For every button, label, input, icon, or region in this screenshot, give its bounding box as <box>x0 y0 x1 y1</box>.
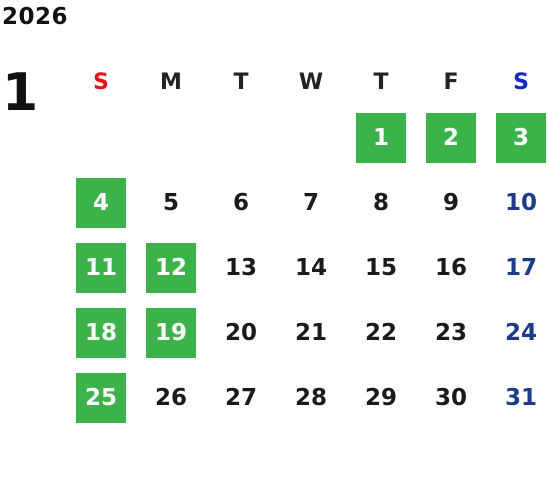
calendar-cell: 21 <box>276 300 346 365</box>
calendar-cell: 25 <box>66 365 136 430</box>
holiday-date[interactable]: 2 <box>426 112 476 163</box>
weekday-header-monday: M <box>160 70 182 95</box>
calendar-date[interactable]: 15 <box>364 254 397 281</box>
calendar-cell <box>66 105 136 170</box>
calendar-cell: 1 <box>346 105 416 170</box>
calendar-cell: 31 <box>486 365 548 430</box>
holiday-date[interactable]: 18 <box>76 307 126 358</box>
holiday-date[interactable]: 19 <box>146 307 196 358</box>
calendar-cell: 30 <box>416 365 486 430</box>
weekday-header-friday: F <box>443 70 459 95</box>
holiday-date[interactable]: 11 <box>76 242 126 293</box>
calendar-cell <box>136 105 206 170</box>
calendar-cell: 26 <box>136 365 206 430</box>
calendar-cell: 6 <box>206 170 276 235</box>
calendar-date[interactable]: 27 <box>224 384 257 411</box>
calendar-cell: 13 <box>206 235 276 300</box>
calendar-cell: 14 <box>276 235 346 300</box>
calendar-cell: 27 <box>206 365 276 430</box>
calendar-date[interactable]: 16 <box>434 254 467 281</box>
calendar-cell: 16 <box>416 235 486 300</box>
calendar-cell: 2 <box>416 105 486 170</box>
year-label: 2026 <box>2 4 69 30</box>
calendar-cell: 17 <box>486 235 548 300</box>
calendar-date[interactable]: 29 <box>364 384 397 411</box>
calendar-cell: 24 <box>486 300 548 365</box>
calendar-cell: 20 <box>206 300 276 365</box>
calendar-cell <box>206 105 276 170</box>
calendar-cell: 15 <box>346 235 416 300</box>
calendar-date[interactable]: 23 <box>434 319 467 346</box>
calendar-date[interactable]: 28 <box>294 384 327 411</box>
calendar-cell: 3 <box>486 105 548 170</box>
calendar-date[interactable]: 21 <box>294 319 327 346</box>
calendar-date[interactable]: 9 <box>442 189 459 216</box>
calendar-date[interactable]: 8 <box>372 189 389 216</box>
calendar-date[interactable]: 6 <box>232 189 249 216</box>
calendar-cell: 8 <box>346 170 416 235</box>
calendar-cell: 18 <box>66 300 136 365</box>
calendar-cell <box>276 105 346 170</box>
calendar-cell: 28 <box>276 365 346 430</box>
calendar-cell: 10 <box>486 170 548 235</box>
holiday-date[interactable]: 4 <box>76 177 126 228</box>
calendar-date[interactable]: 26 <box>154 384 187 411</box>
holiday-date[interactable]: 3 <box>496 112 546 163</box>
calendar-cell: 12 <box>136 235 206 300</box>
calendar-date[interactable]: 24 <box>504 319 537 346</box>
calendar-date[interactable]: 10 <box>504 189 537 216</box>
calendar-cell: 7 <box>276 170 346 235</box>
weekday-header-sunday: S <box>93 70 109 95</box>
holiday-date[interactable]: 12 <box>146 242 196 293</box>
month-label: 1 <box>2 63 39 123</box>
calendar-date[interactable]: 31 <box>504 384 537 411</box>
calendar-cell: 19 <box>136 300 206 365</box>
weekday-header-saturday: S <box>513 70 529 95</box>
holiday-date[interactable]: 25 <box>76 372 126 423</box>
calendar-date[interactable]: 7 <box>302 189 319 216</box>
calendar-date[interactable]: 20 <box>224 319 257 346</box>
calendar-cell: 9 <box>416 170 486 235</box>
calendar-cell: 4 <box>66 170 136 235</box>
calendar-date[interactable]: 17 <box>504 254 537 281</box>
calendar-cell: 5 <box>136 170 206 235</box>
weekday-header-wednesday: W <box>298 70 324 95</box>
calendar-cell: 23 <box>416 300 486 365</box>
calendar-date[interactable]: 13 <box>224 254 257 281</box>
calendar-date[interactable]: 30 <box>434 384 467 411</box>
weekday-header-thursday: T <box>373 70 389 95</box>
calendar-date[interactable]: 14 <box>294 254 327 281</box>
calendar-cell: 29 <box>346 365 416 430</box>
weekday-header-tuesday: T <box>233 70 249 95</box>
calendar-date[interactable]: 5 <box>162 189 179 216</box>
calendar-cell: 11 <box>66 235 136 300</box>
holiday-date[interactable]: 1 <box>356 112 406 163</box>
calendar-cell: 22 <box>346 300 416 365</box>
calendar-date[interactable]: 22 <box>364 319 397 346</box>
